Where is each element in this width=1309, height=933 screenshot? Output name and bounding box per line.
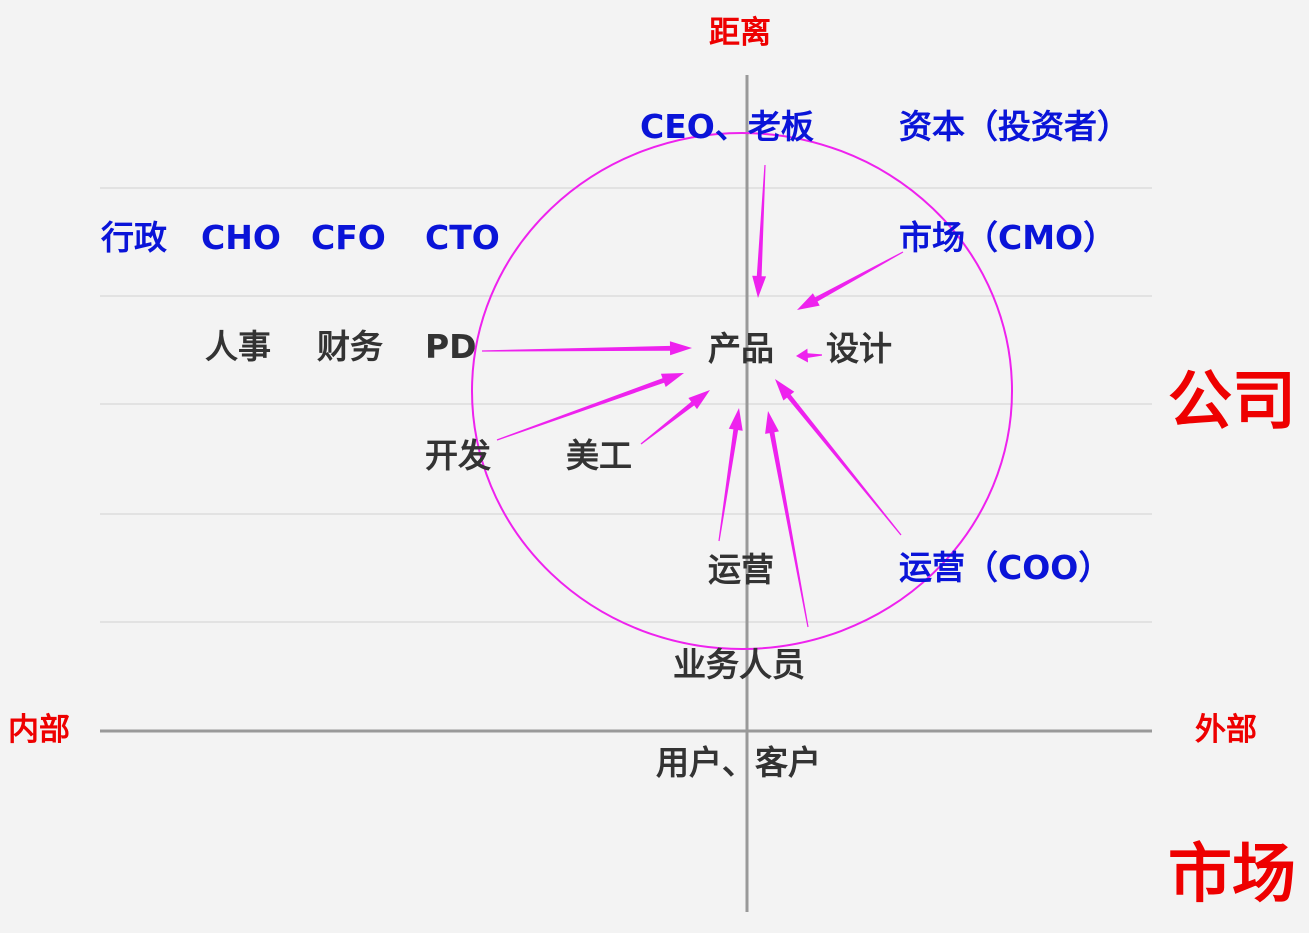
cmo-label: 市场（CMO）	[899, 218, 1117, 257]
arrow-sales-to-product	[765, 411, 809, 628]
dev-label: 开发	[425, 436, 491, 475]
product-label: 产品	[708, 329, 774, 368]
customer-label: 用户、客户	[656, 743, 821, 782]
finance-label: 财务	[317, 327, 383, 366]
market-label: 市场	[1168, 838, 1296, 912]
art-label: 美工	[566, 436, 632, 475]
hr-label: 人事	[205, 327, 271, 366]
ops-label: 运营	[708, 550, 774, 589]
company-label: 公司	[1168, 365, 1296, 439]
arrow-ceo-to-product	[752, 165, 767, 298]
cho-label: CHO	[201, 218, 281, 257]
product-circle	[471, 132, 1013, 650]
arrow-cmo-to-product	[797, 251, 904, 310]
admin-label: 行政	[101, 218, 167, 257]
arrow-art-to-product	[640, 390, 710, 445]
cto-label: CTO	[425, 218, 500, 257]
cfo-label: CFO	[311, 218, 386, 257]
design-label: 设计	[826, 329, 892, 368]
axis-right-label: 外部	[1195, 712, 1257, 748]
pd-label: PD	[425, 327, 477, 366]
axis-left-label: 内部	[8, 712, 70, 748]
coo-label: 运营（COO）	[899, 548, 1112, 587]
arrow-coo-to-product	[775, 379, 902, 536]
arrow-pd-to-product	[482, 341, 692, 356]
capital-label: 资本（投资者）	[899, 107, 1130, 146]
sales-label: 业务人员	[673, 645, 805, 684]
ceo-label: CEO、老板	[640, 107, 814, 146]
arrow-design-to-product	[796, 348, 822, 363]
arrow-dev-to-product	[496, 373, 684, 441]
axis-top-label: 距离	[709, 15, 771, 51]
arrow-ops-to-product	[718, 408, 743, 542]
